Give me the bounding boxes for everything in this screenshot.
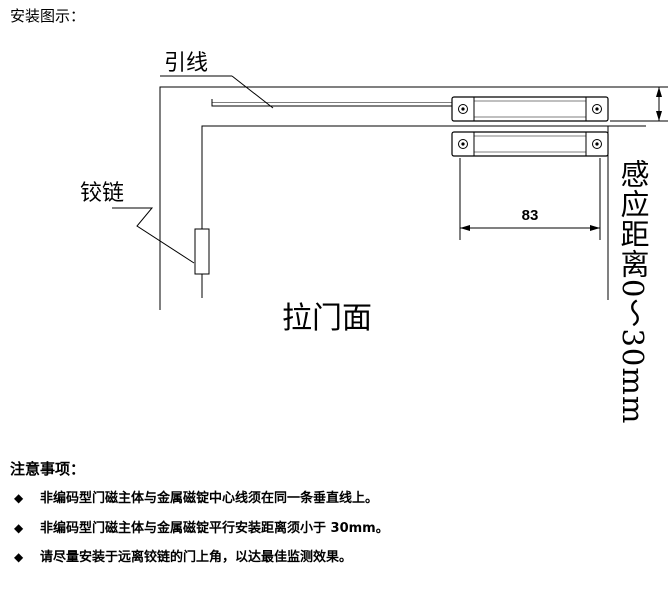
distance-dimension	[610, 86, 668, 122]
note-text: 非编码型门磁主体与金属磁锭中心线须在同一条垂直线上。	[40, 491, 379, 506]
lead-label: 引线	[164, 51, 208, 76]
notes-title: 注意事项：	[10, 460, 86, 478]
hinge-shape	[194, 228, 210, 275]
width-dimension-value: 83	[522, 207, 539, 224]
hinge-leader-line	[112, 207, 195, 264]
width-dimension	[459, 158, 601, 240]
section-title: 安装图示：	[10, 7, 86, 25]
note-item: ◆ 非编码型门磁主体与金属磁锭中心线须在同一条垂直线上。	[14, 487, 378, 506]
note-text: 请尽量安装于远离铰链的门上角，以达最佳监测效果。	[40, 550, 353, 565]
door-face-label: 拉门面	[282, 301, 372, 336]
metal-magnet	[451, 131, 609, 157]
note-item: ◆ 非编码型门磁主体与金属磁锭平行安装距离须小于 30mm。	[14, 517, 389, 536]
door-frame-outline	[159, 86, 646, 310]
installation-diagram: 83 引线 铰链 拉门面	[80, 51, 668, 336]
door-sensor-body	[451, 96, 609, 122]
diamond-bullet-icon: ◆	[14, 550, 24, 564]
hinge-label: 铰链	[80, 181, 124, 206]
note-text: 非编码型门磁主体与金属磁锭平行安装距离须小于 30mm。	[40, 521, 389, 536]
diamond-bullet-icon: ◆	[14, 521, 24, 535]
note-item: ◆ 请尽量安装于远离铰链的门上角，以达最佳监测效果。	[14, 546, 352, 565]
diamond-bullet-icon: ◆	[14, 491, 24, 505]
sensing-distance-label: 感应距离0～30mm	[616, 159, 650, 425]
